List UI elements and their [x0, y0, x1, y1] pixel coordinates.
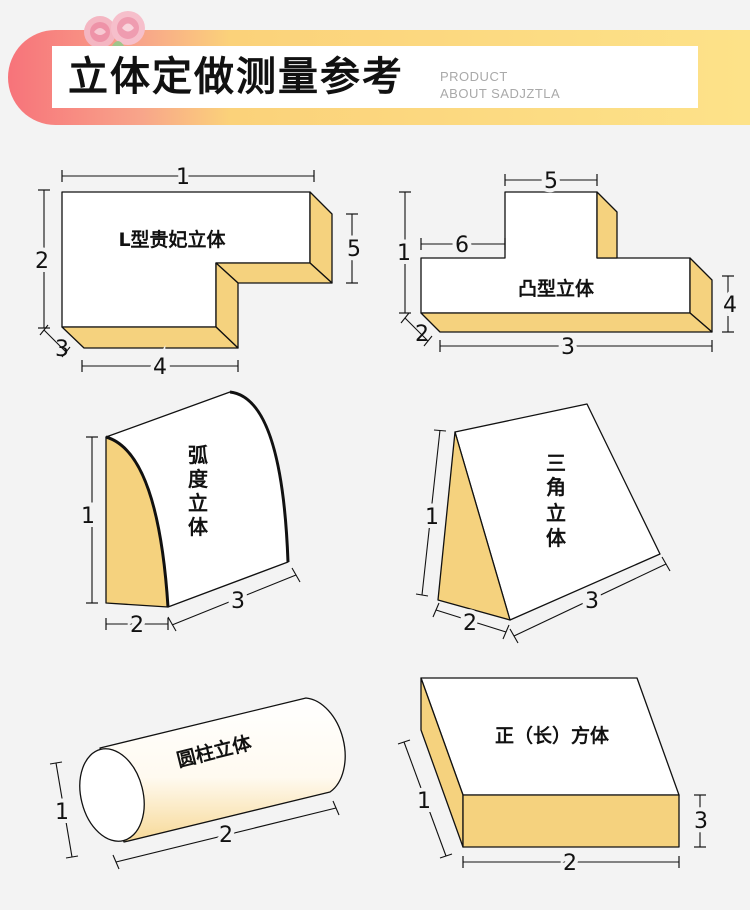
cuboid-dim2-label: 2 — [563, 851, 577, 876]
triangle-shape-figure — [437, 403, 661, 621]
convex-dim4-label: 4 — [723, 293, 737, 318]
cylinder-dim2-label: 2 — [219, 823, 233, 848]
arc-dim2-label: 2 — [130, 613, 144, 638]
l-shape-dim2-label: 2 — [35, 249, 49, 274]
convex-dim5-label: 5 — [544, 169, 558, 194]
triangle-dim3-label: 3 — [585, 589, 599, 614]
arc-label-char-3: 立 — [188, 491, 208, 515]
arc-dim3-line — [171, 574, 297, 626]
convex-shape-figure — [420, 191, 713, 333]
cylinder-dim1-line — [55, 762, 73, 858]
cuboid-label: 正（长）方体 — [495, 724, 610, 747]
l-shape-bottom — [61, 326, 239, 349]
measurement-diagram: L型贵妃立体 1 2 3 4 5 凸型立体 5 6 1 4 2 3 弧 度 立 … — [31, 161, 741, 880]
cuboid-shape-figure — [420, 677, 680, 848]
cuboid-dim1-line — [403, 741, 447, 857]
convex-dim2-label: 2 — [415, 322, 429, 347]
cuboid-front-face — [462, 794, 680, 848]
cylinder-body — [99, 697, 346, 843]
convex-dim2-line — [404, 317, 429, 342]
l-shape-front-face — [61, 191, 311, 328]
l-shape-dim3-label: 3 — [55, 337, 69, 362]
convex-dim6-label: 6 — [455, 233, 469, 258]
convex-bottom — [420, 312, 713, 333]
l-shape-figure — [61, 191, 333, 349]
convex-label: 凸型立体 — [518, 277, 595, 300]
triangle-dim1-label: 1 — [425, 505, 439, 530]
cuboid-dim1-label: 1 — [417, 789, 431, 814]
arc-curve-edge — [105, 390, 290, 608]
arc-dim1-label: 1 — [81, 504, 95, 529]
header-banner: 立体定做测量参考 PRODUCT ABOUT SADJZTLA — [0, 0, 750, 140]
l-shape-dim3-line — [43, 329, 67, 353]
convex-dim1-label: 1 — [397, 241, 411, 266]
banner-subtitle: PRODUCT ABOUT SADJZTLA — [440, 68, 560, 102]
triangle-dim1-line — [421, 429, 441, 596]
banner-card — [52, 46, 698, 108]
triangle-label-char-3: 立 — [546, 501, 566, 525]
cylinder-dim2-line — [115, 807, 337, 863]
cylinder-dim1-label: 1 — [55, 800, 69, 825]
triangle-label-char-4: 体 — [546, 526, 567, 550]
l-shape-dim5-label: 5 — [347, 237, 361, 262]
arc-shape-figure — [105, 390, 290, 608]
triangle-dim2-label: 2 — [463, 611, 477, 636]
cuboid-dim3-label: 3 — [694, 809, 708, 834]
arc-label-char-1: 弧 — [188, 443, 208, 467]
l-shape-label: L型贵妃立体 — [118, 228, 226, 251]
convex-top-side — [596, 191, 618, 259]
arc-label-char-4: 体 — [188, 515, 209, 539]
page-title: 立体定做测量参考 — [68, 54, 404, 100]
rose-icon — [84, 11, 145, 48]
triangle-label-char-2: 角 — [546, 475, 566, 499]
convex-dim3-label: 3 — [561, 335, 575, 360]
triangle-dim2-line — [435, 609, 507, 633]
cylinder-end-cap — [79, 748, 145, 842]
banner-subtitle-line1: PRODUCT — [440, 69, 508, 84]
triangle-end-face — [437, 431, 511, 621]
l-shape-dim4-label: 4 — [153, 355, 167, 380]
banner-subtitle-line2: ABOUT SADJZTLA — [440, 86, 561, 101]
cylinder-shape-figure — [79, 697, 346, 843]
triangle-label-char-1: 三 — [546, 451, 566, 475]
arc-label-char-2: 度 — [188, 467, 209, 491]
triangle-dim3-line — [513, 563, 667, 637]
l-shape-dim1-label: 1 — [176, 165, 190, 190]
arc-dim3-label: 3 — [231, 589, 245, 614]
